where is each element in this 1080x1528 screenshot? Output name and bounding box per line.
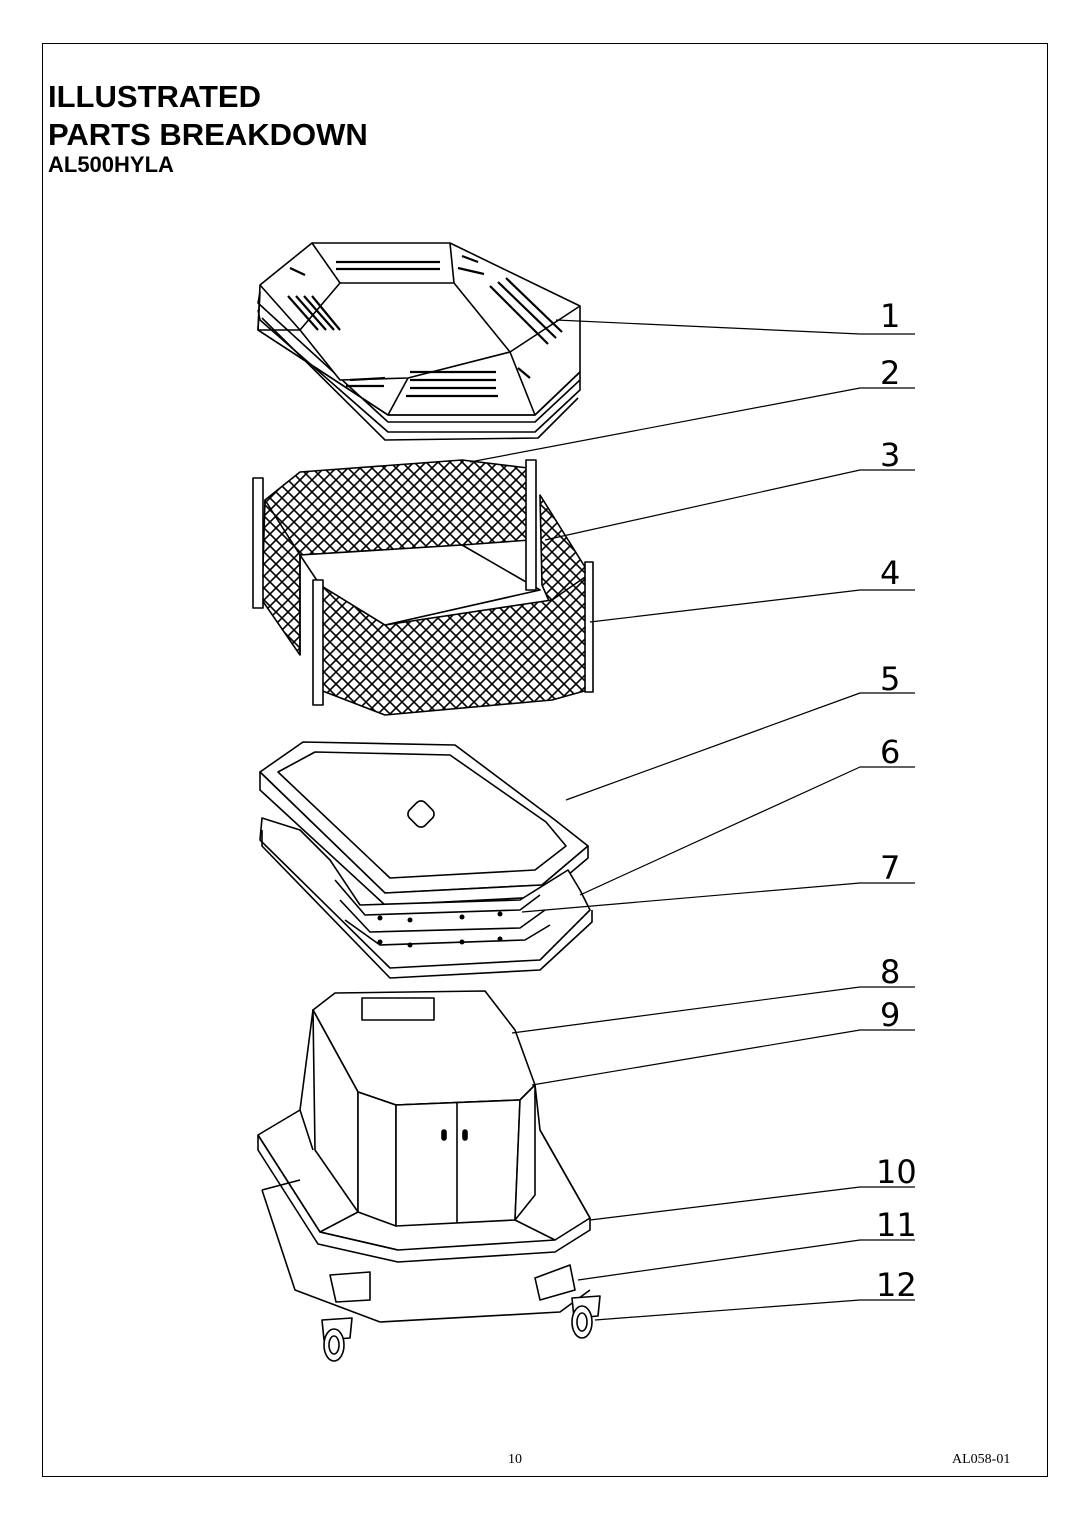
title-line-2: PARTS BREAKDOWN [48,117,368,152]
lid-assembly [257,242,581,441]
callout-1: 1 [880,297,900,335]
page-border [42,43,1048,1477]
spark-screen-assembly [252,459,594,716]
callout-3: 3 [880,436,900,474]
callout-6: 6 [880,733,900,771]
cabinet-assembly [257,990,601,1362]
callout-12: 12 [876,1266,917,1304]
callout-11: 11 [876,1206,917,1244]
callout-10: 10 [876,1153,917,1191]
title-line-1: ILLUSTRATED [48,79,261,114]
callout-7: 7 [880,849,900,887]
callout-9: 9 [880,996,900,1034]
document-code: AL058-01 [952,1452,1011,1467]
callout-leaders [469,319,915,1321]
callout-numbers: 1 2 3 4 5 6 7 8 9 10 11 12 [876,297,917,1304]
caster-bracket [329,1264,576,1303]
page-number: 10 [508,1452,522,1467]
model-number: AL500HYLA [48,152,174,177]
caster-wheel [321,1295,601,1362]
page-title: ILLUSTRATED PARTS BREAKDOWN [48,78,368,154]
callout-2: 2 [880,354,900,392]
fire-tray-assembly [259,741,593,979]
callout-8: 8 [880,953,900,991]
callout-5: 5 [880,660,900,698]
callout-4: 4 [880,554,900,592]
